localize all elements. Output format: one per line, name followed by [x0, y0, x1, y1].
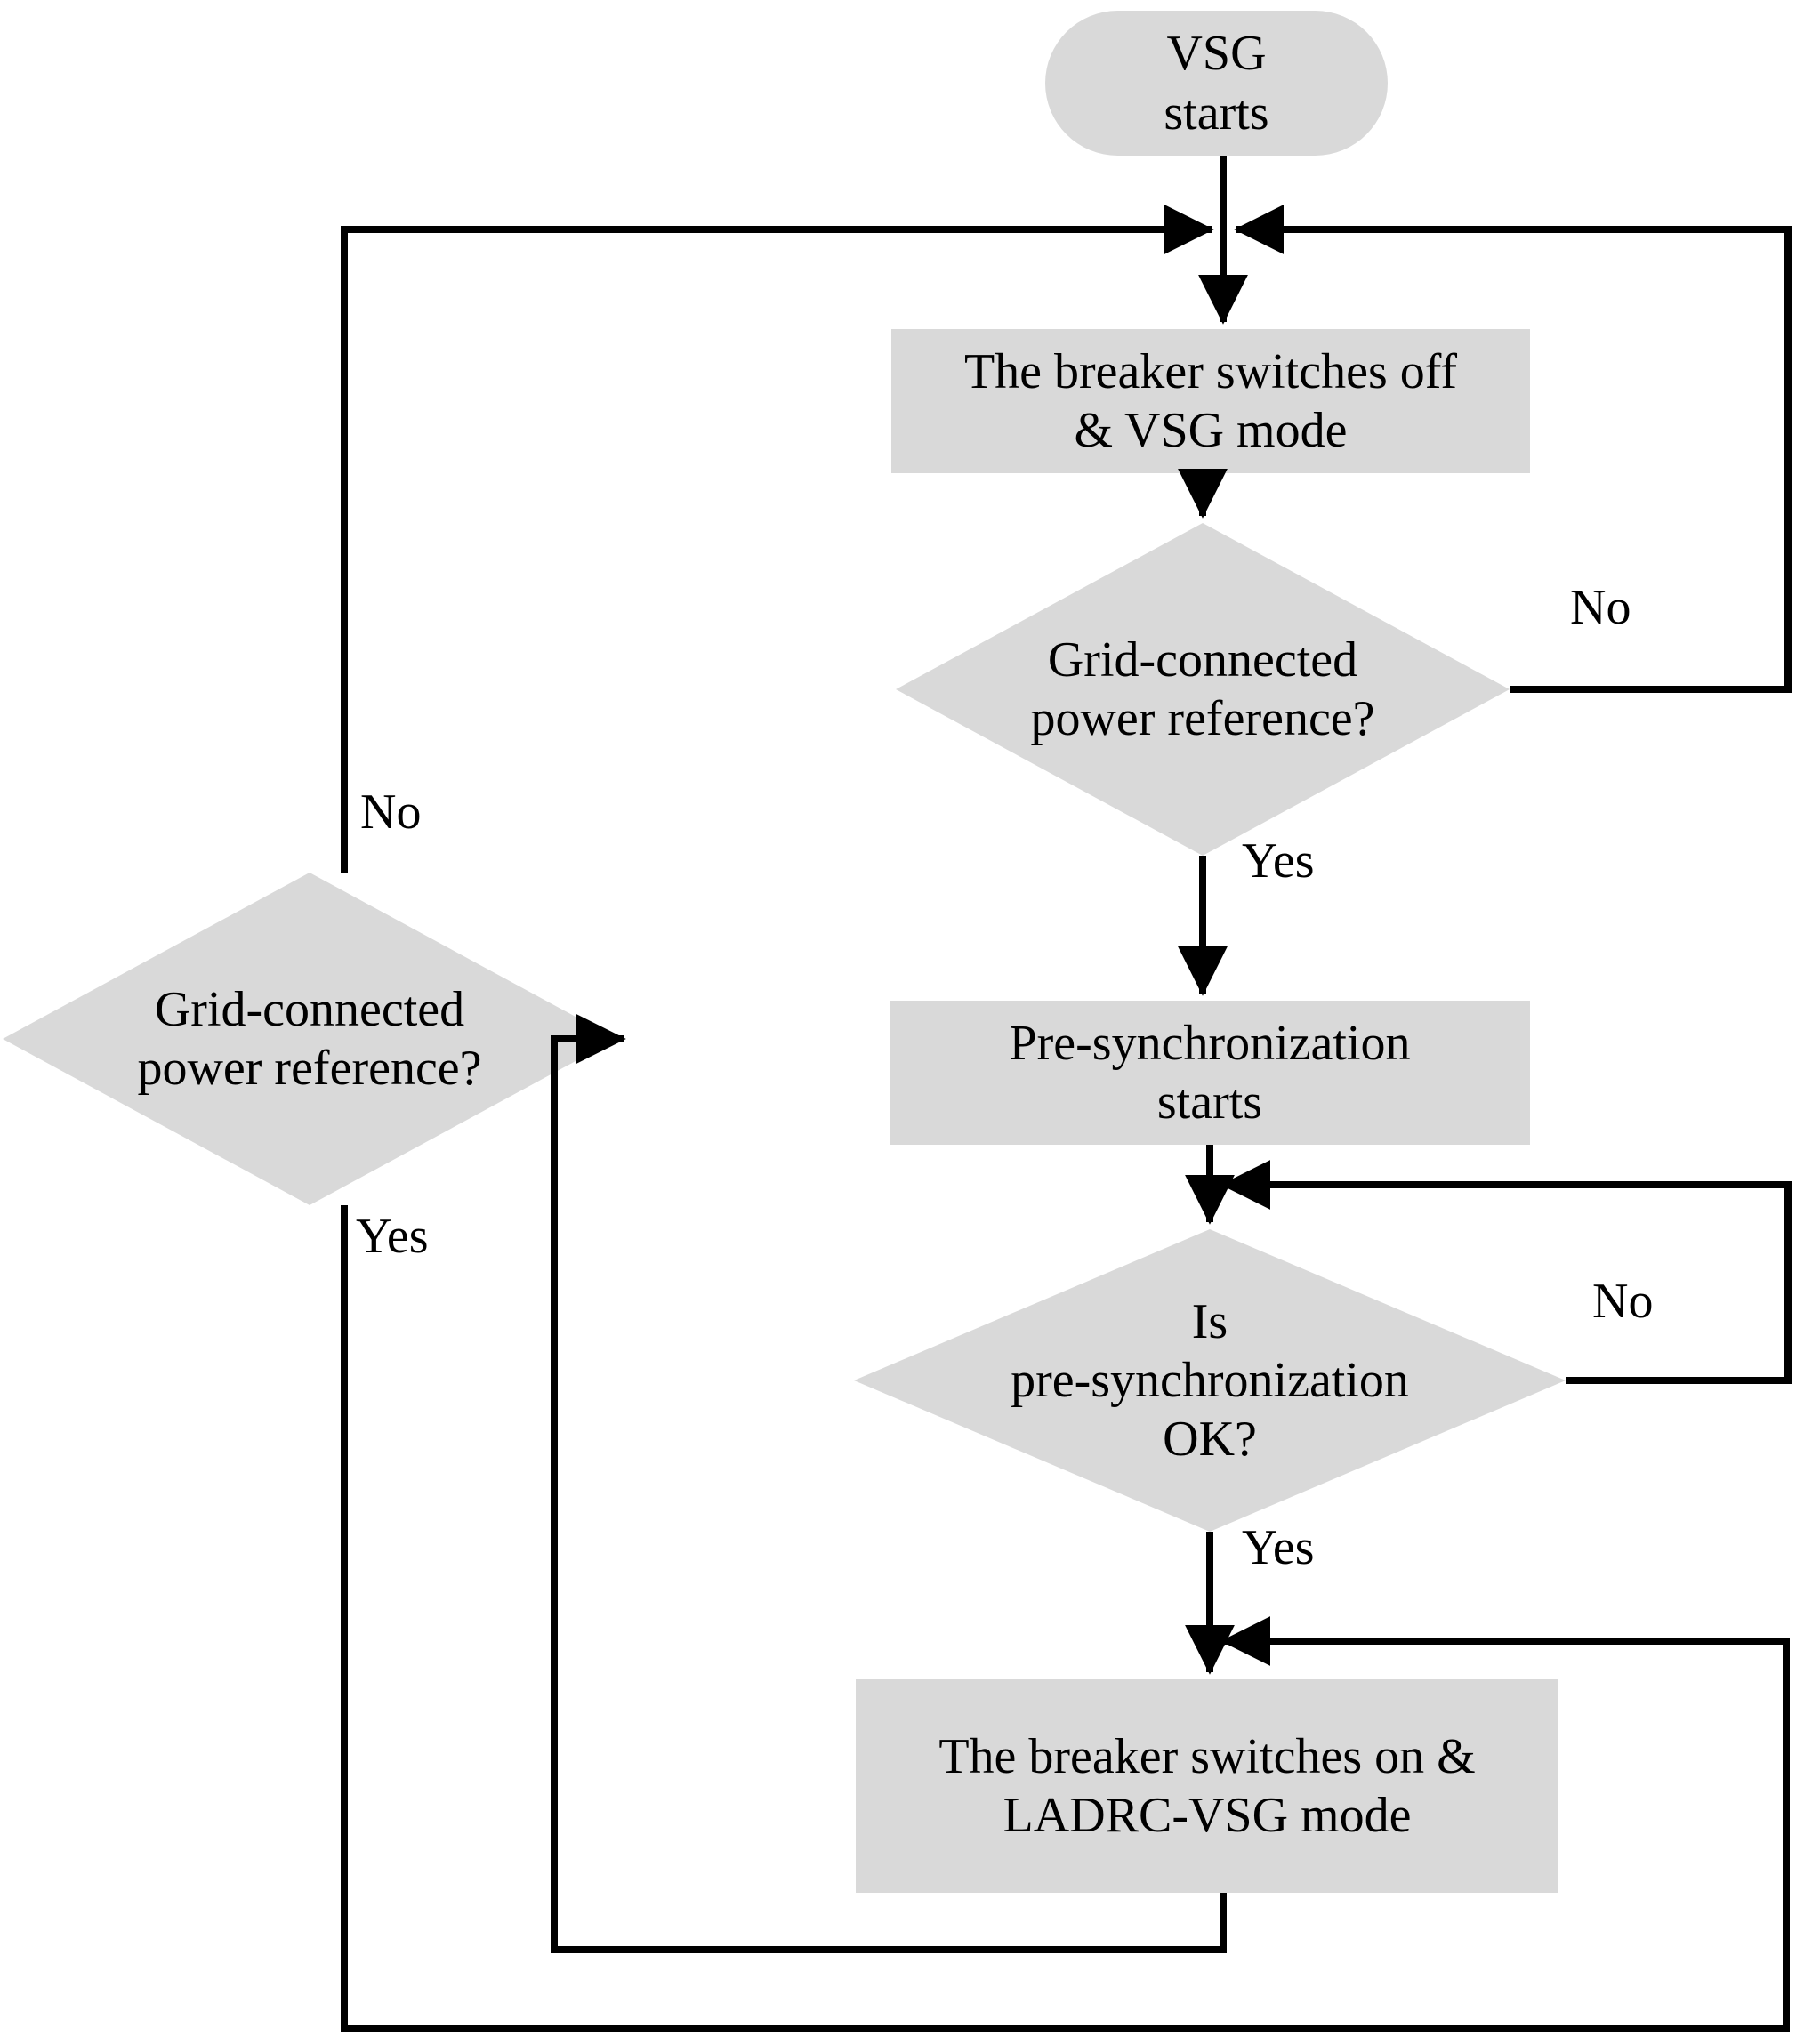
node-breaker-on-shape [856, 1679, 1558, 1893]
edge-decision-grid-left-yes-loop [341, 1205, 1790, 2032]
edge-label-no-grid-right: No [1570, 580, 1631, 635]
node-start-shape [1045, 11, 1388, 156]
edge-label-yes-presync: Yes [1242, 1520, 1315, 1575]
edge-decision-grid-left-no-loop [341, 205, 1214, 873]
edge-label-no-presync: No [1592, 1274, 1654, 1329]
node-breaker-off-shape [891, 329, 1530, 473]
node-decision-grid-right-shape [896, 523, 1510, 856]
edge-label-yes-grid-right: Yes [1242, 833, 1315, 889]
edge-label-no-grid-left: No [360, 785, 422, 840]
edge-breaker-on-to-decision-grid-left [551, 1014, 1227, 1953]
edge-decision-presync-no-loop [1220, 1160, 1792, 1384]
node-decision-grid-left-shape [3, 873, 616, 1205]
edge-label-yes-grid-left: Yes [356, 1209, 429, 1264]
edge-decision-grid-right-no-loop [1234, 205, 1792, 693]
node-decision-presync-ok-shape [854, 1229, 1566, 1532]
node-presync-start-shape [890, 1001, 1530, 1145]
